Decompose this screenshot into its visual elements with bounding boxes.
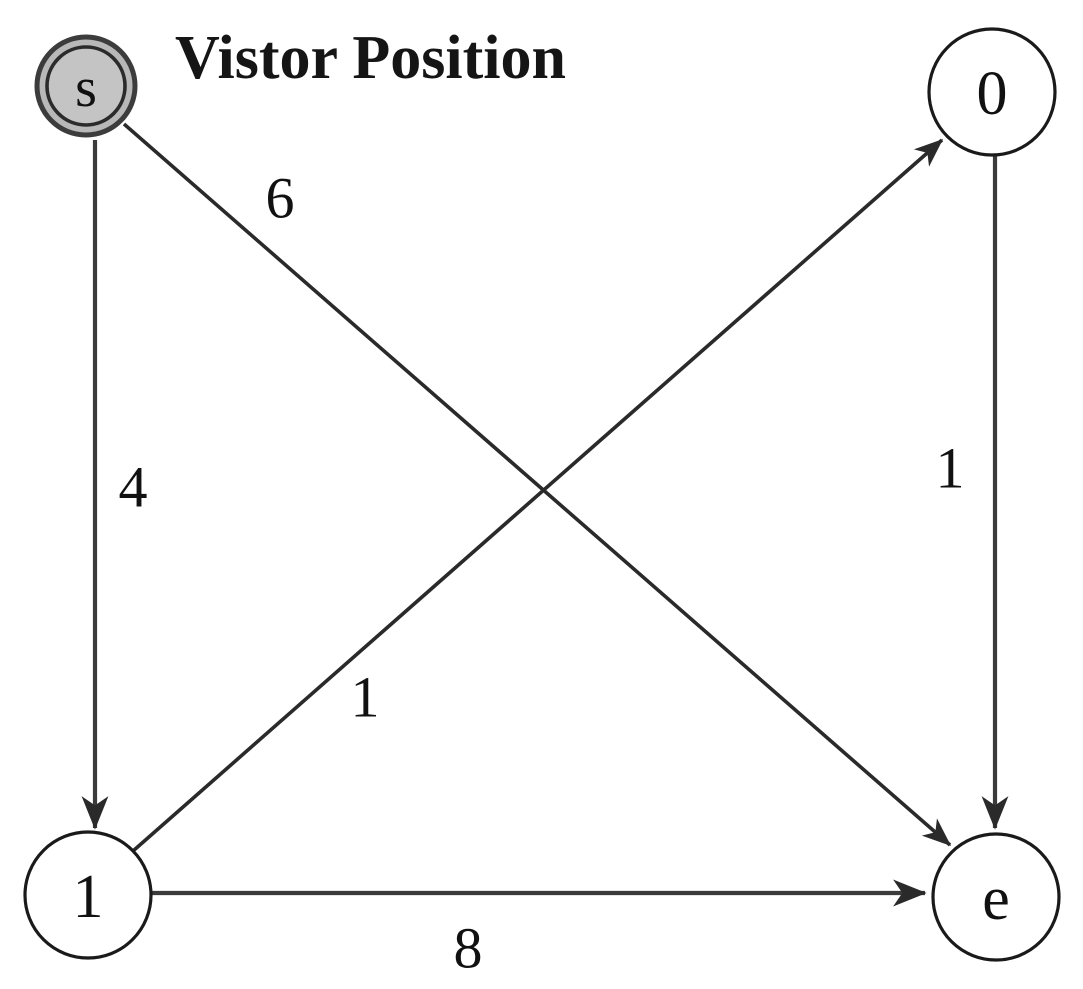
diagram-title: Vistor Position — [175, 24, 566, 92]
node-0-circle — [927, 27, 1057, 157]
node-s-label: s — [75, 57, 97, 119]
edge-s-1[interactable]: 4 — [81, 140, 148, 830]
edge-s-1-weight: 4 — [119, 455, 148, 520]
node-e-label: e — [982, 865, 1010, 933]
edge-1-e[interactable]: 8 — [150, 879, 927, 981]
node-1-label: 1 — [73, 863, 104, 931]
edge-s-e-weight: 6 — [266, 166, 295, 231]
edge-1-e-weight: 8 — [454, 916, 483, 981]
edge-1-0[interactable]: 1 — [131, 138, 944, 853]
node-1[interactable]: 1 — [23, 830, 153, 960]
edge-s-e[interactable]: 6 — [122, 122, 952, 847]
node-1-circle — [23, 830, 153, 960]
nodes-layer: s 0 1 e — [23, 27, 1061, 962]
edge-0-e[interactable]: 1 — [936, 152, 1009, 830]
edge-1-0-line — [131, 138, 944, 853]
node-e-circle — [931, 832, 1061, 962]
edge-0-e-weight: 1 — [936, 436, 965, 501]
node-0[interactable]: 0 — [927, 27, 1057, 157]
node-e[interactable]: e — [931, 832, 1061, 962]
edge-s-e-line — [122, 122, 952, 847]
node-s-inner-ring — [45, 45, 127, 127]
node-s[interactable]: s — [34, 34, 138, 138]
node-0-label: 0 — [977, 60, 1008, 128]
edges-layer: 4 6 1 1 8 — [81, 122, 1009, 981]
edge-1-0-weight: 1 — [351, 665, 380, 730]
